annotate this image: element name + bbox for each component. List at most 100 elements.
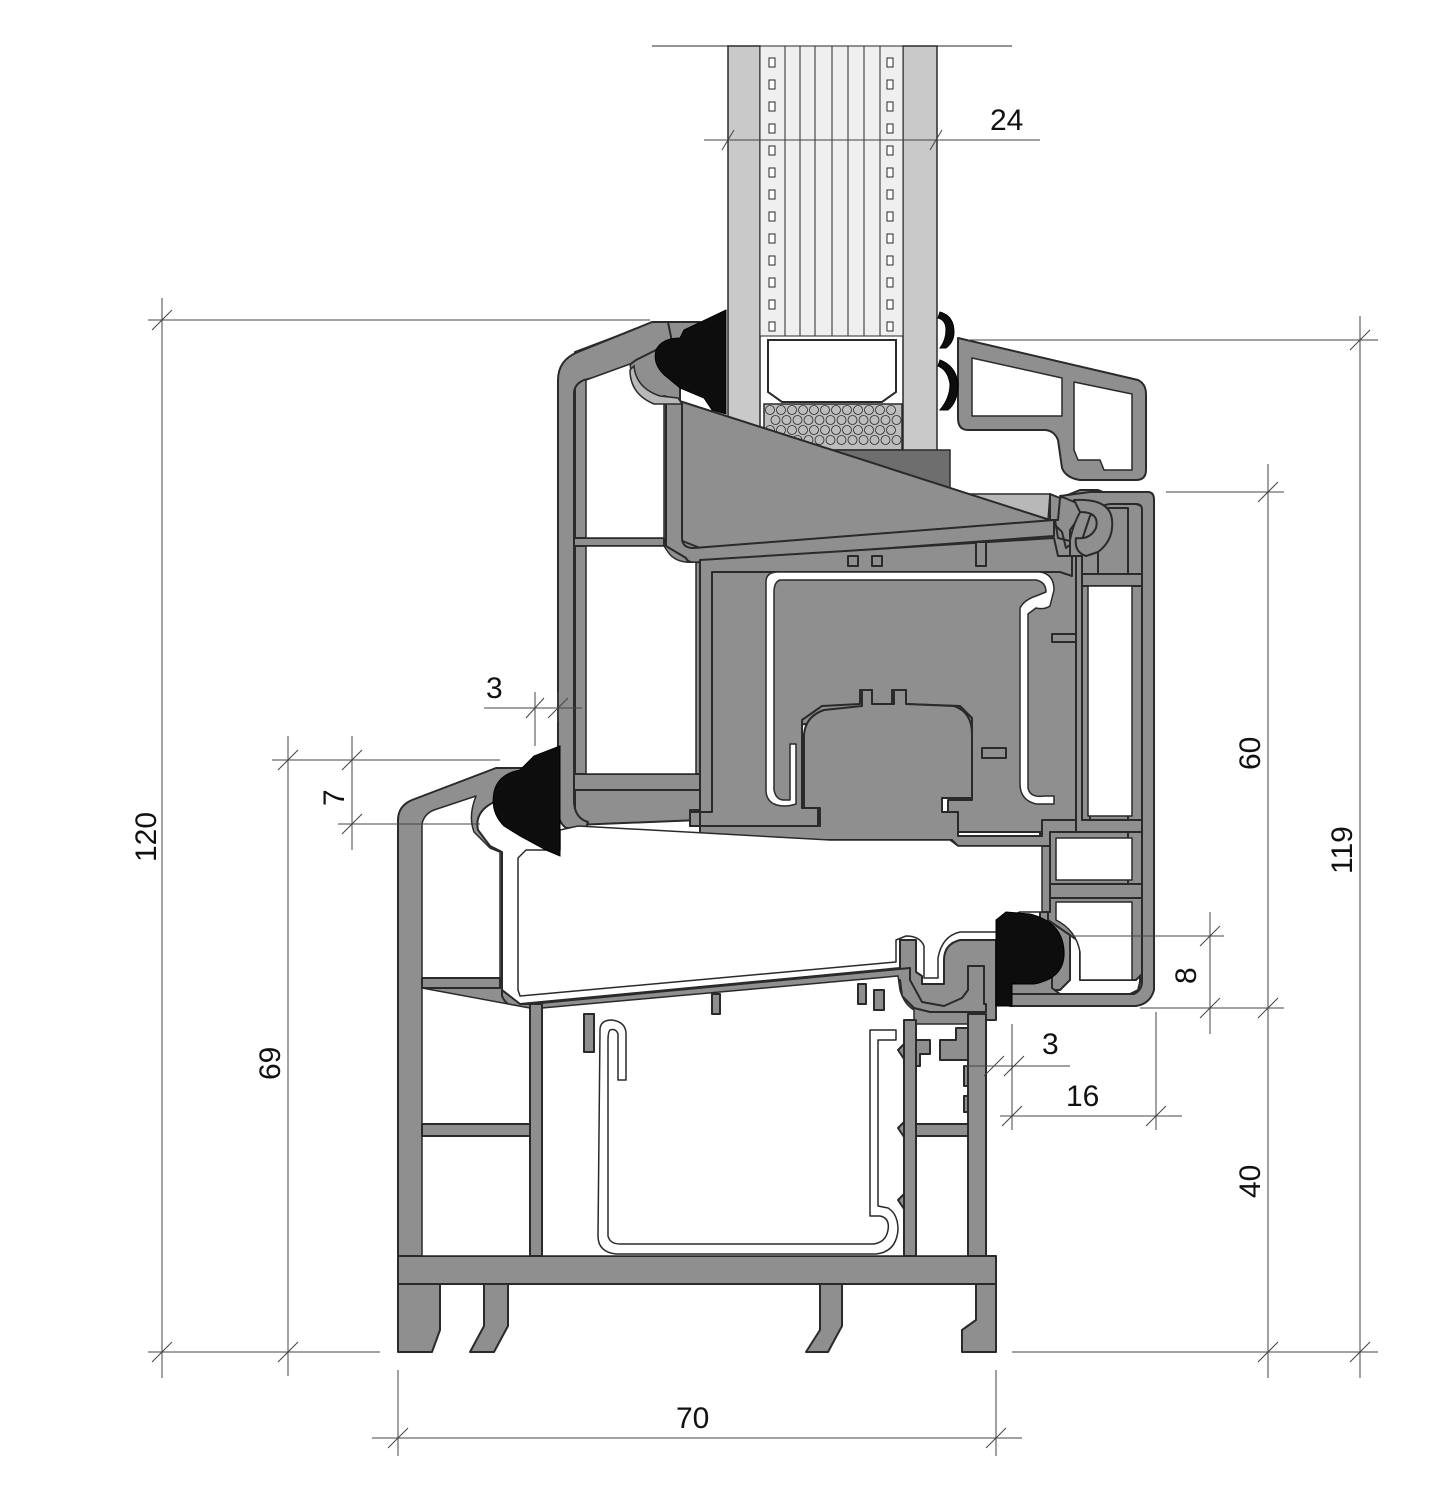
frame-steel-reinforcement	[597, 1019, 899, 1255]
gaskets	[492, 309, 1065, 1007]
inner-glazing-gasket-1	[937, 311, 955, 349]
desiccant-dot	[768, 233, 776, 244]
frame-tab-2	[711, 993, 721, 1015]
sealant-cell	[809, 405, 819, 415]
sealant-cell	[787, 425, 797, 435]
desiccant-dot	[768, 277, 776, 288]
sash-profile	[557, 321, 1155, 1007]
sash-steel-reinforcement	[765, 571, 1055, 807]
sash-rib-5	[1045, 883, 1143, 899]
sealant-cell	[836, 435, 847, 445]
frame-bottom-wall	[397, 1255, 997, 1285]
frame-tab-1	[583, 1013, 595, 1053]
frame-tab-4	[873, 989, 885, 1011]
sealant-cell	[858, 415, 869, 425]
dim-frame-wall: 3	[1042, 1028, 1059, 1061]
sash-tab-5	[975, 541, 987, 567]
sealant-cell	[886, 425, 896, 435]
sealant-cell	[820, 405, 830, 415]
sealant-cell	[858, 435, 869, 445]
sash-chamber-5	[1055, 901, 1133, 981]
desiccant-dot	[886, 255, 894, 266]
frame-chamber-3	[421, 1135, 531, 1257]
dim-sash-lower: 40	[1234, 1165, 1267, 1198]
bead-chamber-1	[971, 357, 1063, 417]
dim-gasket-offset: 8	[1170, 967, 1203, 984]
sealant-cell	[880, 415, 891, 425]
desiccant-dot	[768, 211, 776, 222]
desiccant-dot	[768, 145, 776, 156]
desiccant-dot	[886, 211, 894, 222]
sealant-cell	[798, 405, 808, 415]
sealant-cell	[798, 425, 808, 435]
sash-rib-1	[573, 537, 665, 547]
sealant-cell	[891, 415, 902, 425]
sealant-cell	[864, 405, 874, 415]
desiccant-dot	[768, 101, 776, 112]
frame-horizontal-wall-2	[915, 1123, 969, 1137]
dim-frame-depth: 70	[676, 1402, 709, 1435]
sealant-cell	[869, 435, 880, 445]
dimension-labels: 24 120 69 7 3 119 60 40 8 3 16 70	[130, 104, 1359, 1435]
sealant-cell	[776, 405, 786, 415]
sealant-cell	[803, 415, 814, 425]
desiccant-dot	[886, 123, 894, 134]
dim-sash-wall: 3	[486, 672, 503, 705]
frame-inner-chamber	[517, 825, 1043, 997]
frame-horizontal-wall-3	[421, 977, 501, 989]
sealant-cell	[820, 425, 830, 435]
sealant-cell	[853, 425, 863, 435]
sealant-cell	[836, 415, 847, 425]
dim-frame-step-height: 69	[254, 1047, 287, 1080]
sealant-cell	[765, 405, 775, 415]
sealant-cell	[825, 435, 836, 445]
sealant-cell	[814, 415, 825, 425]
frame-outer-gasket	[492, 745, 561, 857]
dim-frame-height: 119	[1326, 826, 1359, 874]
sash-glazing-gasket-outer	[654, 309, 727, 415]
desiccant-dot	[886, 277, 894, 288]
sash-glass-seat	[665, 399, 1055, 564]
sealant-cell	[831, 425, 841, 435]
sash-chamber-4	[1055, 837, 1133, 881]
sealant-cell	[886, 405, 896, 415]
sash-chamber-2	[585, 545, 697, 775]
desiccant-dot	[886, 101, 894, 112]
dim-overall-height: 120	[130, 812, 163, 862]
desiccant-dot	[768, 167, 776, 178]
dim-gasket-overlap: 7	[318, 789, 351, 806]
desiccant-dot	[886, 299, 894, 310]
sealant-cell	[792, 415, 803, 425]
dimension-lines	[148, 129, 1378, 1456]
sealant-cell	[875, 425, 885, 435]
desiccant-dot	[768, 57, 776, 68]
frame-chamber-1	[421, 795, 501, 979]
sealant-cell	[781, 415, 792, 425]
sealant-cell	[864, 425, 874, 435]
bead-chamber-2	[1073, 381, 1133, 471]
center-gasket	[995, 911, 1065, 1007]
desiccant-dot	[768, 79, 776, 90]
dim-sash-upper: 60	[1234, 737, 1267, 770]
frame-vertical-wall-3	[967, 1013, 987, 1257]
sash-tab-4	[871, 555, 883, 567]
sealant-cell	[891, 435, 902, 445]
sash-hook	[1073, 498, 1114, 557]
sash-rib-2	[573, 773, 701, 791]
sash-chamber-3	[1087, 585, 1133, 817]
sealant-cell	[847, 435, 858, 445]
desiccant-dot	[886, 189, 894, 200]
frame-chamber-5	[915, 1135, 969, 1257]
desiccant-dot	[768, 321, 776, 332]
desiccant-dot	[768, 123, 776, 134]
desiccant-dot	[886, 57, 894, 68]
sealant-cell	[853, 405, 863, 415]
desiccant-dot	[886, 167, 894, 178]
sealant-cell	[847, 415, 858, 425]
frame-tab-3	[857, 983, 867, 1005]
warm-edge-spacer	[767, 339, 897, 403]
sash-upper-beam	[699, 537, 1073, 813]
desiccant-dots	[768, 57, 894, 332]
dim-rebate-depth: 16	[1066, 1080, 1099, 1113]
